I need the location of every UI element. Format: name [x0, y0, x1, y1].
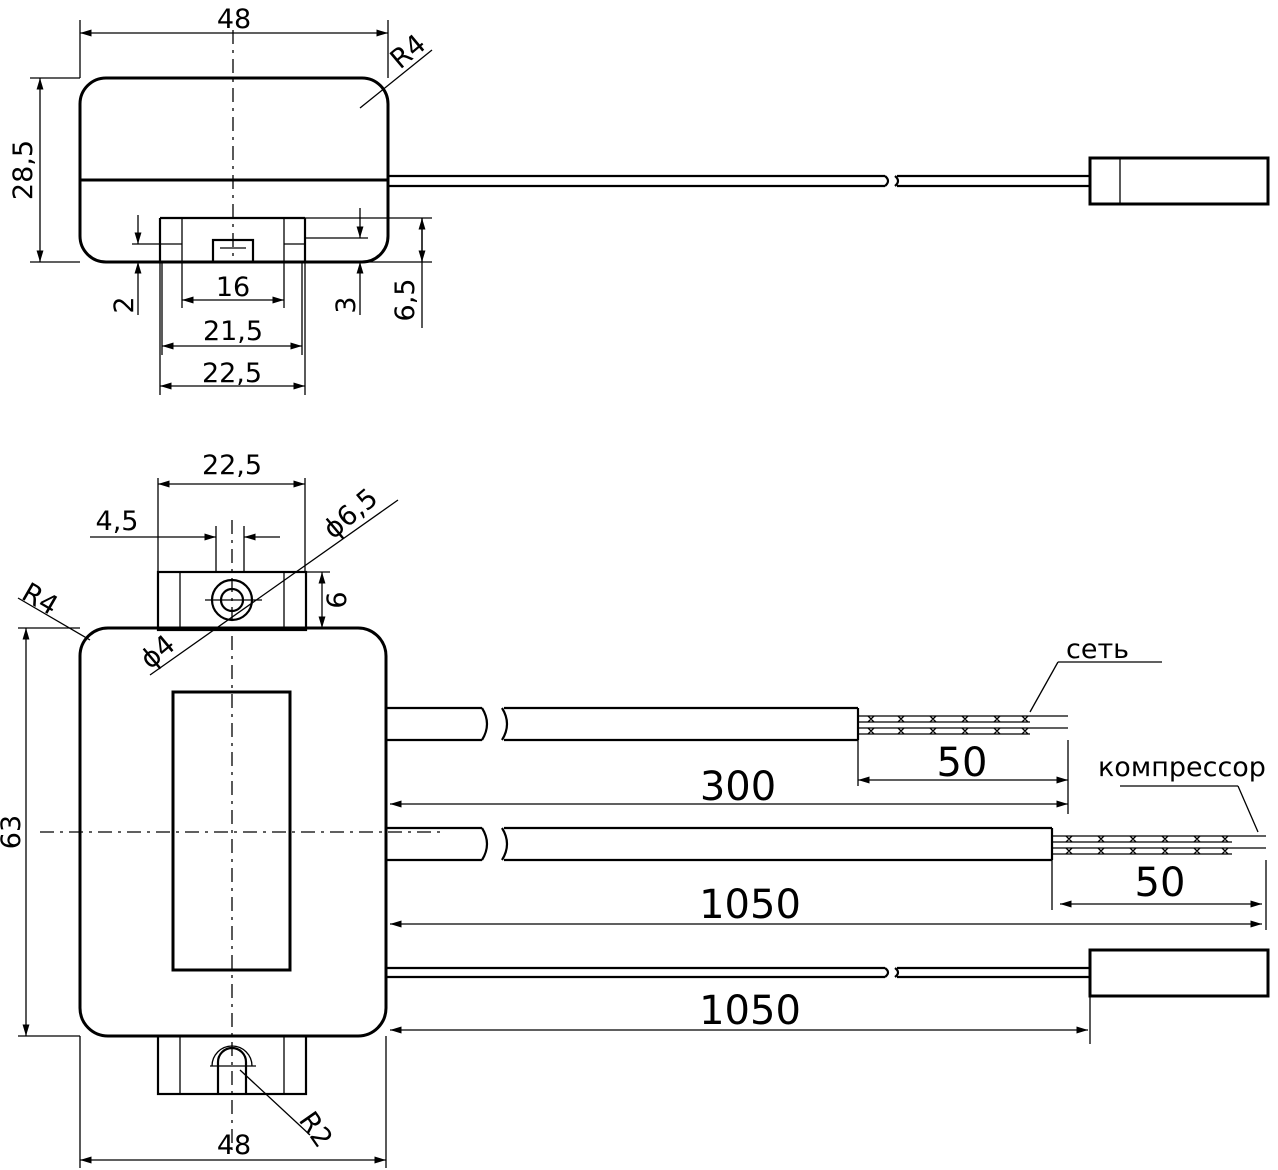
dim-strip-50-a: 50 — [937, 740, 988, 786]
wire-sensor: 1050 — [386, 948, 1270, 1044]
front-dim-phi6-5: ϕ6,5 — [318, 483, 384, 546]
front-dim-4-5: 4,5 — [96, 506, 139, 537]
front-window — [171, 690, 292, 972]
top-cable — [388, 156, 1270, 206]
dim-len-300: 300 — [700, 764, 776, 810]
front-radius-r2: R2 — [292, 1106, 338, 1153]
front-dim-48: 48 — [217, 1130, 251, 1161]
top-dim-28-5: 28,5 — [8, 140, 39, 200]
top-dim-6-5: 6,5 — [390, 279, 421, 322]
front-connector — [1088, 948, 1270, 998]
front-dim-6: 6 — [322, 591, 353, 608]
top-bracket — [158, 216, 307, 264]
wire-mains: сеть 50 300 — [386, 634, 1162, 814]
top-view: 48 R4 28,5 2 16 21,5 22,5 — [8, 4, 1270, 395]
dim-strip-50-b: 50 — [1135, 860, 1186, 906]
top-dim-22-5: 22,5 — [202, 358, 262, 389]
wire-compressor: компрессор 50 1050 — [386, 752, 1267, 930]
dim-len-1050-b: 1050 — [699, 988, 801, 1034]
top-connector — [1088, 156, 1270, 206]
dim-len-1050-a: 1050 — [699, 882, 801, 928]
label-set: сеть — [1066, 634, 1129, 665]
front-dim-63: 63 — [0, 815, 27, 849]
front-view: 22,5 4,5 ϕ6,5 ϕ4 6 R4 63 R2 48 — [0, 450, 440, 1168]
top-dim-16: 16 — [216, 272, 250, 303]
top-dim-48: 48 — [217, 4, 251, 35]
top-dim-2: 2 — [109, 296, 140, 313]
top-body-outline — [78, 76, 390, 264]
top-radius-r4: R4 — [385, 29, 432, 76]
wires: сеть 50 300 — [386, 634, 1270, 1044]
label-compressor: компрессор — [1098, 752, 1266, 783]
front-dim-22-5: 22,5 — [202, 450, 262, 481]
front-dim-phi4: ϕ4 — [135, 629, 182, 675]
top-dim-3: 3 — [331, 296, 362, 313]
top-dim-21-5: 21,5 — [203, 316, 263, 347]
front-radius-r4: R4 — [17, 577, 64, 622]
